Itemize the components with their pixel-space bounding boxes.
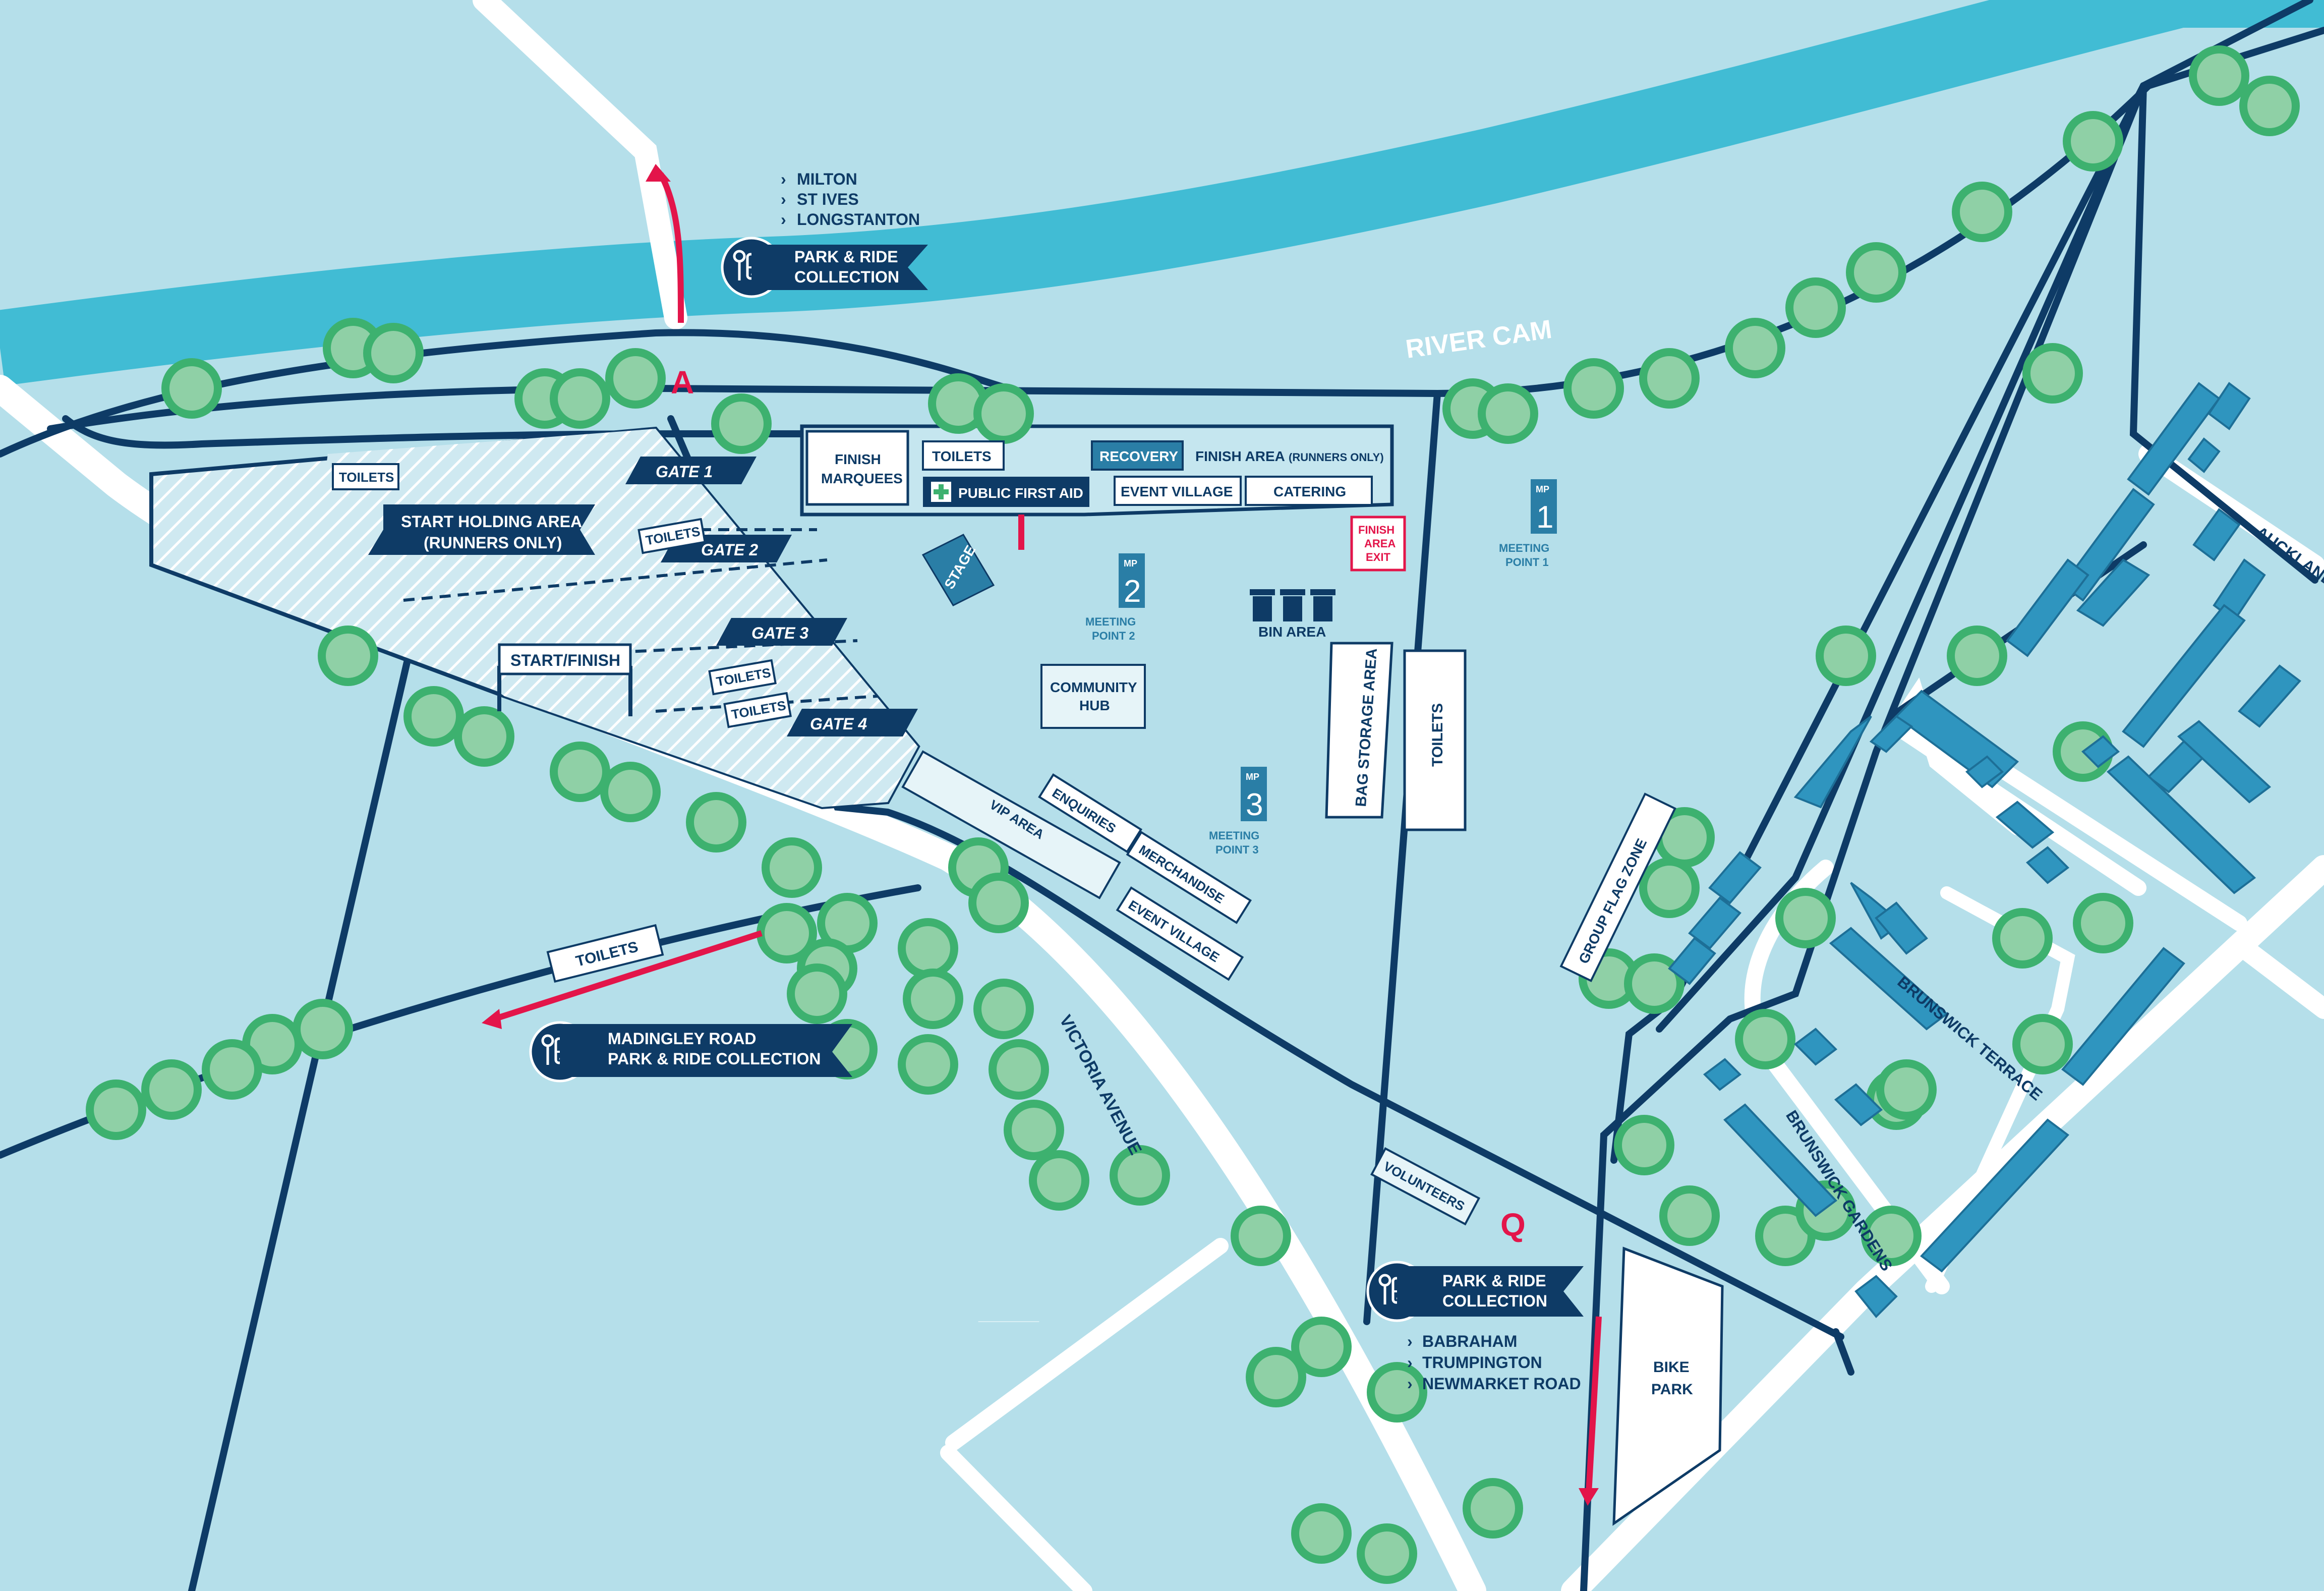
bike-park-line2: PARK bbox=[1651, 1381, 1693, 1398]
marker-a: A bbox=[671, 364, 694, 401]
exit-routes bbox=[493, 173, 1602, 1494]
park-ride-madingley-subtitle: PARK & RIDE COLLECTION bbox=[608, 1050, 821, 1068]
river-cam bbox=[0, 0, 2324, 386]
park-ride-madingley-title: MADINGLEY ROAD bbox=[608, 1030, 757, 1048]
gate-3[interactable]: GATE 3 bbox=[716, 618, 847, 646]
park-ride-south[interactable]: PARK & RIDE COLLECTION › BABRAHAM › TRUM… bbox=[1368, 1262, 1584, 1393]
destination-st-ives: ST IVES bbox=[797, 190, 859, 208]
gate-4-label: GATE 4 bbox=[810, 715, 867, 733]
chevron-icon: › bbox=[781, 170, 786, 188]
arrow-west-icon bbox=[482, 1009, 502, 1029]
destination-trumpington: TRUMPINGTON bbox=[1422, 1353, 1542, 1372]
finish-marquees[interactable]: FINISH MARQUEES bbox=[805, 430, 909, 506]
gates[interactable]: GATE 1 GATE 2 GATE 3 GATE 4 bbox=[625, 457, 918, 736]
meeting-point-3[interactable]: MP 3 MEETING POINT 3 bbox=[1209, 767, 1267, 856]
finish-marquees-line2: MARQUEES bbox=[821, 471, 903, 486]
community-hub-line1: COMMUNITY bbox=[1050, 679, 1137, 695]
first-aid-cross-icon bbox=[934, 484, 949, 499]
bin-area: BIN AREA bbox=[1250, 589, 1335, 640]
toilets-east[interactable]: TOILETS bbox=[1403, 649, 1467, 831]
finish-area-note: (RUNNERS ONLY) bbox=[1289, 451, 1384, 464]
gate-4[interactable]: GATE 4 bbox=[787, 709, 918, 736]
mp-line2: POINT 2 bbox=[1092, 630, 1135, 642]
bag-storage-area[interactable]: BAG STORAGE AREA bbox=[1325, 642, 1393, 819]
vip-area[interactable]: VIP AREA bbox=[901, 750, 1121, 899]
community-hub[interactable]: COMMUNITY HUB bbox=[1040, 664, 1146, 729]
marker-q: Q bbox=[1500, 1207, 1526, 1243]
meeting-point-2[interactable]: MP 2 MEETING POINT 2 bbox=[1085, 553, 1145, 642]
finish-exit-line2: AREA bbox=[1364, 537, 1396, 550]
finish-exit-line3: EXIT bbox=[1366, 551, 1390, 563]
mp-number: 2 bbox=[1124, 574, 1141, 609]
mp-prefix: MP bbox=[1246, 772, 1259, 782]
bike-park-line1: BIKE bbox=[1653, 1359, 1690, 1376]
destination-milton: MILTON bbox=[797, 170, 857, 188]
start-holding-title: START HOLDING AREA bbox=[401, 513, 582, 531]
park-ride-south-title: PARK & RIDE bbox=[1442, 1272, 1546, 1290]
chevron-icon: › bbox=[1407, 1375, 1413, 1393]
destination-newmarket-road: NEWMARKET ROAD bbox=[1422, 1375, 1581, 1393]
community-hub-line2: HUB bbox=[1079, 698, 1110, 713]
mp-number: 1 bbox=[1536, 500, 1553, 535]
start-finish-gantry[interactable]: START/FINISH bbox=[497, 643, 632, 716]
houses bbox=[1668, 382, 2301, 1318]
gate-2[interactable]: GATE 2 bbox=[661, 535, 792, 562]
mp-prefix: MP bbox=[1536, 484, 1549, 494]
park-ride-north-subtitle: COLLECTION bbox=[794, 268, 899, 286]
bin-area-label: BIN AREA bbox=[1258, 624, 1326, 640]
public-first-aid[interactable]: PUBLIC FIRST AID bbox=[923, 477, 1089, 507]
arrow-north-icon bbox=[646, 164, 671, 182]
catering[interactable]: CATERING bbox=[1245, 476, 1373, 506]
start-holding-subtitle: (RUNNERS ONLY) bbox=[424, 534, 562, 552]
chevron-icon: › bbox=[1407, 1353, 1413, 1372]
mp-line1: MEETING bbox=[1209, 829, 1259, 842]
recovery-label: RECOVERY bbox=[1099, 448, 1178, 464]
finish-marquees-line1: FINISH bbox=[835, 451, 881, 467]
park-ride-north[interactable]: PARK & RIDE COLLECTION › MILTON › ST IVE… bbox=[722, 170, 928, 297]
finish-area-title: FINISH AREA bbox=[1195, 448, 1285, 464]
toilets-east-label: TOILETS bbox=[1429, 703, 1446, 767]
finish-toilets-label: TOILETS bbox=[932, 448, 992, 464]
finish-event-village-label: EVENT VILLAGE bbox=[1121, 484, 1233, 499]
park-ride-north-title: PARK & RIDE bbox=[794, 248, 898, 266]
start-holding-sign[interactable]: START HOLDING AREA (RUNNERS ONLY) bbox=[368, 504, 595, 555]
arrow-south-icon bbox=[1579, 1488, 1599, 1506]
start-finish-label: START/FINISH bbox=[510, 651, 620, 669]
park-ride-madingley[interactable]: MADINGLEY ROAD PARK & RIDE COLLECTION bbox=[531, 1022, 852, 1081]
gate-1-label: GATE 1 bbox=[656, 463, 713, 481]
recovery[interactable]: RECOVERY bbox=[1091, 440, 1184, 471]
chevron-icon: › bbox=[781, 210, 786, 229]
bike-park[interactable]: BIKE PARK bbox=[1612, 1246, 1724, 1526]
finish-event-village[interactable]: EVENT VILLAGE bbox=[1114, 476, 1242, 506]
mp-line1: MEETING bbox=[1085, 615, 1136, 628]
mp-line1: MEETING bbox=[1499, 542, 1549, 554]
mp-number: 3 bbox=[1246, 787, 1263, 822]
stage[interactable]: STAGE bbox=[921, 534, 995, 606]
first-aid-label: PUBLIC FIRST AID bbox=[958, 485, 1083, 501]
toilets-label: TOILETS bbox=[339, 470, 394, 485]
meeting-point-1[interactable]: MP 1 MEETING POINT 1 bbox=[1499, 479, 1557, 569]
destination-babraham: BABRAHAM bbox=[1422, 1332, 1517, 1350]
mp-prefix: MP bbox=[1124, 558, 1137, 569]
finish-area-exit[interactable]: FINISH AREA EXIT bbox=[1350, 516, 1406, 572]
park-ride-south-subtitle: COLLECTION bbox=[1442, 1292, 1547, 1310]
gate-3-label: GATE 3 bbox=[751, 624, 808, 642]
chevron-icon: › bbox=[1407, 1332, 1413, 1350]
mp-line2: POINT 1 bbox=[1505, 556, 1549, 569]
catering-label: CATERING bbox=[1273, 484, 1346, 499]
gate-1[interactable]: GATE 1 bbox=[625, 457, 757, 484]
start-toilets[interactable]: TOILETS TOILETS TOILETS TOILETS bbox=[332, 463, 792, 728]
mp-line2: POINT 3 bbox=[1215, 843, 1259, 856]
chevron-icon: › bbox=[781, 190, 786, 208]
finish-area[interactable]: FINISH MARQUEES TOILETS RECOVERY FINISH … bbox=[805, 430, 1406, 572]
gate-2-label: GATE 2 bbox=[701, 541, 758, 559]
destination-longstanton: LONGSTANTON bbox=[797, 210, 920, 229]
finish-toilets[interactable]: TOILETS bbox=[922, 440, 1005, 471]
bin-icon bbox=[1250, 589, 1335, 621]
finish-exit-line1: FINISH bbox=[1358, 524, 1395, 536]
